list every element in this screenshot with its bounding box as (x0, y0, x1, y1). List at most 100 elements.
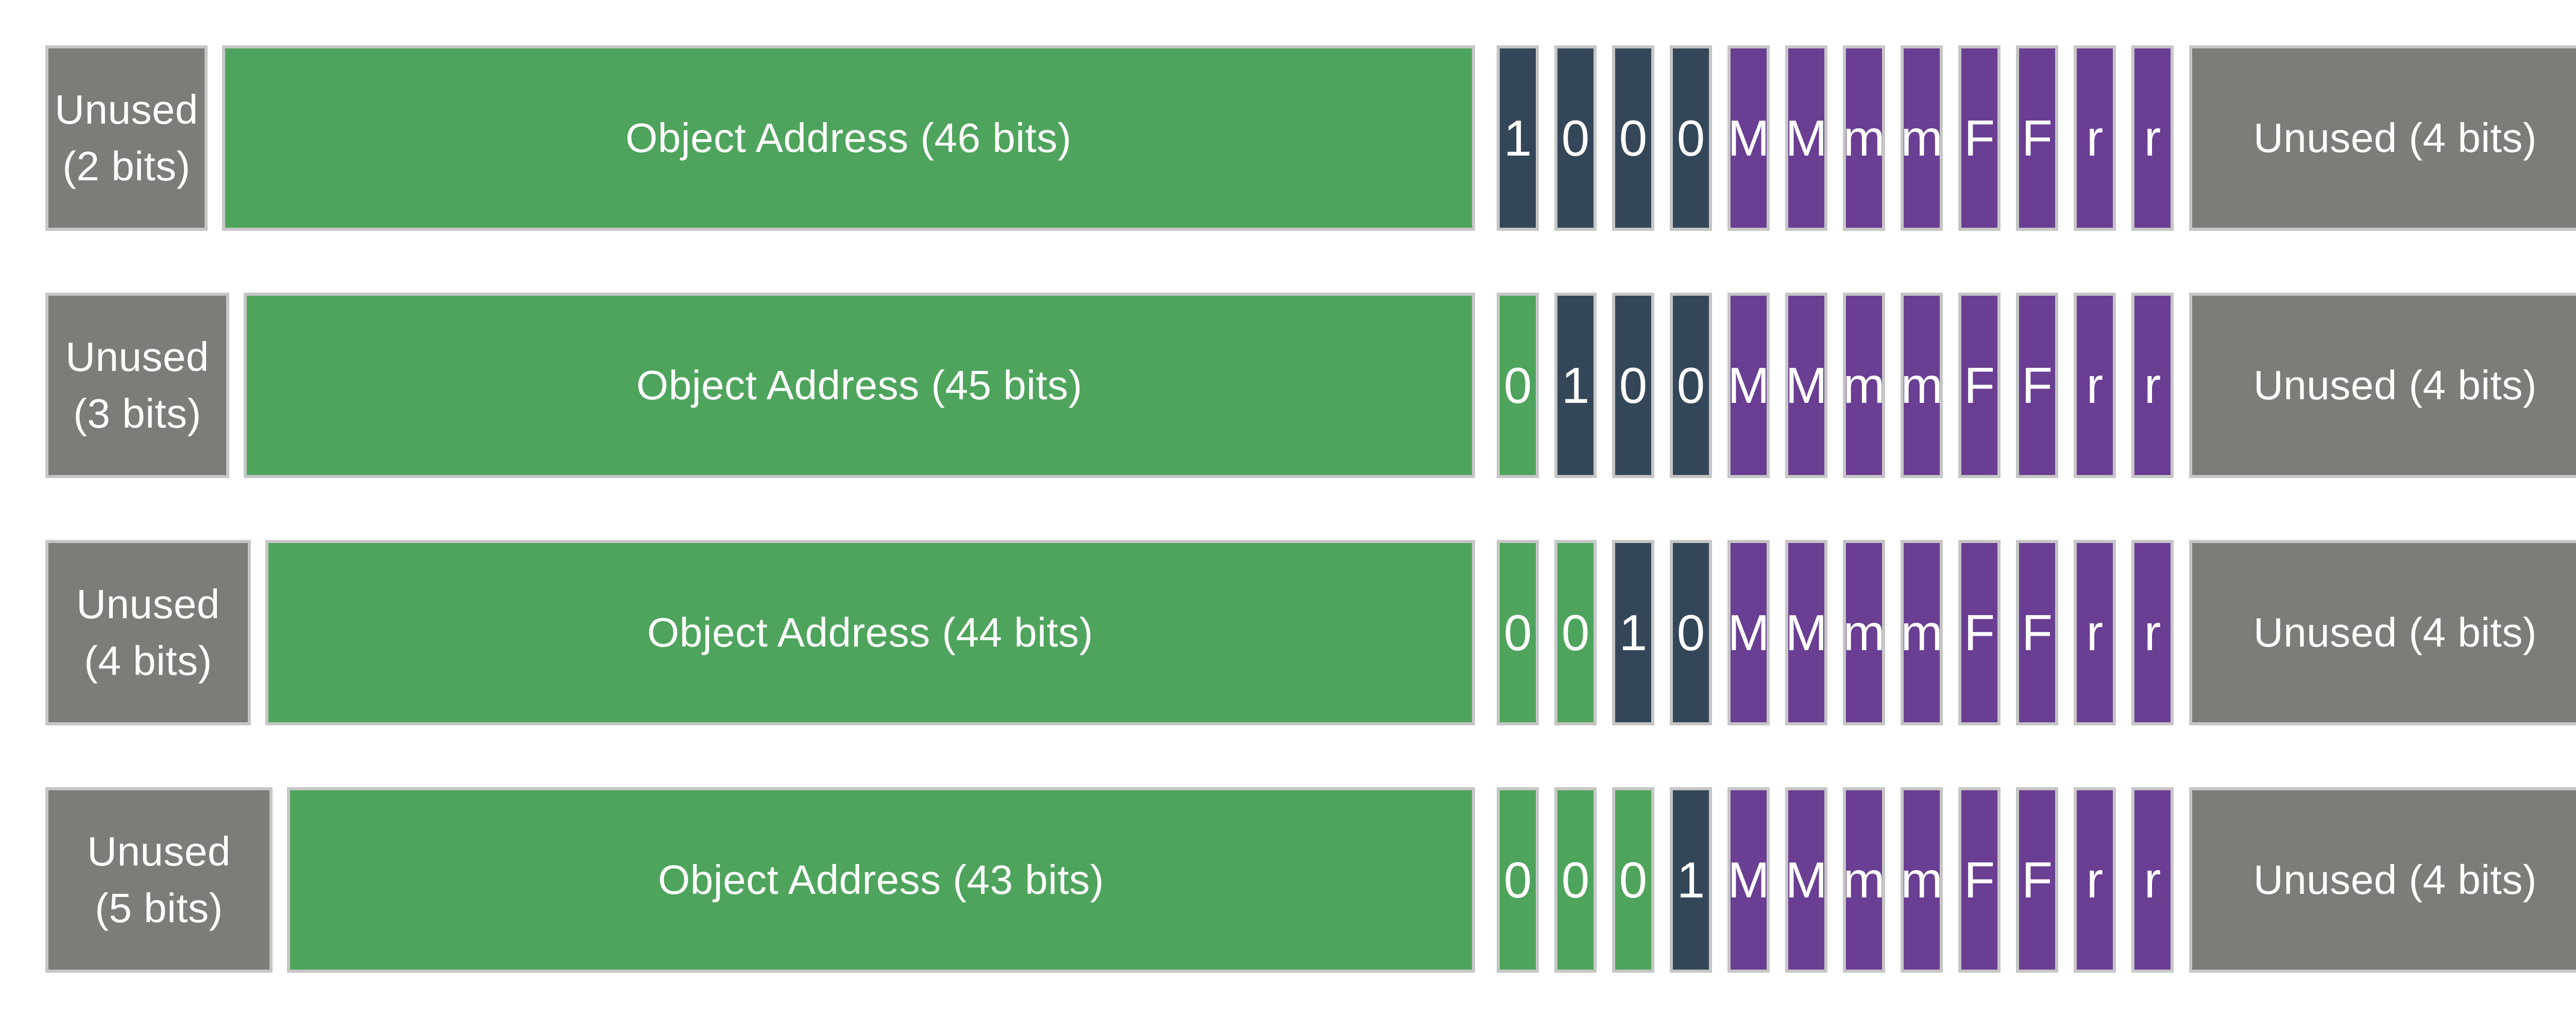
unused-right-block: Unused (4 bits) (2189, 45, 2576, 231)
unused-left-line1: Unused (55, 86, 198, 132)
bit-cell-label: r (2144, 110, 2161, 166)
bit-cell-label: m (1843, 604, 1885, 661)
unused-left-line2: (2 bits) (62, 143, 191, 189)
object-address-label: Object Address (44 bits) (647, 609, 1093, 655)
meta-bit-cell: F (2016, 293, 2058, 478)
address-bit-cell: 0 (1497, 787, 1539, 973)
unused-left-block: Unused (3 bits) (45, 293, 229, 478)
bit-cell-label: M (1785, 852, 1827, 908)
unused-left-line1: Unused (65, 333, 209, 380)
unused-right-label: Unused (4 bits) (2253, 114, 2537, 161)
bit-cell-label: 0 (1561, 852, 1590, 908)
bit-cell-label: 0 (1503, 357, 1532, 414)
unused-left-line2: (5 bits) (95, 885, 223, 931)
unused-left-line2: (3 bits) (73, 391, 201, 436)
bit-cell-label: 0 (1676, 110, 1705, 166)
bit-cell-label: m (1901, 852, 1943, 908)
bit-cell-label: 1 (1503, 110, 1532, 166)
meta-bit-cell: M (1785, 45, 1827, 231)
bit-cell-label: F (1964, 604, 1995, 661)
unused-left-line2: (4 bits) (84, 638, 212, 684)
meta-bit-cell: M (1785, 293, 1827, 478)
bit-cell-label: r (2086, 357, 2104, 414)
meta-bit-cell: F (2016, 787, 2058, 973)
address-bit-cell: 0 (1554, 787, 1597, 973)
unused-left-line1: Unused (76, 581, 220, 627)
meta-bit-cell: r (2131, 45, 2174, 231)
bit-cell-label: 0 (1503, 852, 1532, 908)
meta-bit-cell: m (1901, 787, 1943, 973)
tag-bit-cell: 1 (1554, 293, 1597, 478)
bit-cell-label: m (1843, 852, 1885, 908)
bit-cell-label: M (1785, 604, 1827, 661)
bit-cell-label: 0 (1676, 604, 1705, 661)
meta-bit-cell: F (1958, 540, 2001, 725)
meta-bit-cell: r (2074, 45, 2116, 231)
bit-cell-label: m (1901, 357, 1943, 414)
meta-bit-cell: r (2131, 787, 2174, 973)
bit-cell-label: M (1727, 604, 1770, 661)
bit-cell-label: F (2022, 357, 2053, 414)
tag-bit-cell: 1 (1612, 540, 1654, 725)
bit-cell-label: 0 (1619, 852, 1648, 908)
meta-bit-cell: r (2074, 540, 2116, 725)
tag-bit-cell: 0 (1670, 45, 1712, 231)
address-bit-cell: 0 (1497, 540, 1539, 725)
meta-bit-cell: F (2016, 540, 2058, 725)
object-address-block: Object Address (45 bits) (244, 293, 1475, 478)
meta-bit-cell: r (2131, 293, 2174, 478)
meta-bit-cell: M (1727, 787, 1770, 973)
tag-bit-cell: 1 (1497, 45, 1539, 231)
unused-right-label: Unused (4 bits) (2253, 609, 2537, 655)
bit-cell-label: r (2086, 110, 2104, 166)
bit-cell-label: m (1901, 110, 1943, 166)
bit-cell-label: m (1843, 110, 1885, 166)
tag-bit-cell: 0 (1670, 293, 1712, 478)
bit-cell-label: r (2086, 852, 2104, 908)
bit-cell-label: F (2022, 110, 2053, 166)
meta-bit-cell: F (2016, 45, 2058, 231)
object-address-label: Object Address (46 bits) (625, 114, 1072, 161)
bit-cell-label: 0 (1676, 357, 1705, 414)
unused-right-label: Unused (4 bits) (2253, 362, 2537, 408)
unused-left-label: Unused (4 bits) (76, 576, 220, 690)
bit-cell-label: M (1785, 110, 1827, 166)
meta-bit-cell: r (2131, 540, 2174, 725)
tag-bit-cell: 0 (1670, 540, 1712, 725)
bit-cell-label: r (2144, 852, 2161, 908)
unused-left-block: Unused (2 bits) (45, 45, 208, 231)
unused-left-label: Unused (5 bits) (87, 823, 231, 937)
object-address-label: Object Address (45 bits) (636, 362, 1082, 408)
bit-cell-label: M (1727, 357, 1770, 414)
bit-cell-label: M (1727, 110, 1770, 166)
object-address-label: Object Address (43 bits) (658, 856, 1104, 903)
object-address-block: Object Address (44 bits) (265, 540, 1475, 725)
bit-cell-label: 1 (1676, 852, 1705, 908)
bit-cell-label: m (1843, 357, 1885, 414)
unused-left-line1: Unused (87, 828, 231, 874)
meta-bit-cell: F (1958, 293, 2001, 478)
bit-cell-label: F (1964, 110, 1995, 166)
bit-cell-label: F (2022, 604, 2053, 661)
bit-cell-label: F (2022, 852, 2053, 908)
bit-cell-label: r (2144, 357, 2161, 414)
tag-bit-cell: 0 (1554, 45, 1597, 231)
meta-bit-cell: r (2074, 293, 2116, 478)
bit-cell-label: 0 (1619, 110, 1648, 166)
meta-bit-cell: m (1901, 45, 1943, 231)
bit-cell-label: F (1964, 357, 1995, 414)
object-address-block: Object Address (43 bits) (287, 787, 1475, 973)
unused-right-block: Unused (4 bits) (2189, 540, 2576, 725)
unused-right-block: Unused (4 bits) (2189, 787, 2576, 973)
meta-bit-cell: m (1901, 540, 1943, 725)
bit-cell-label: 1 (1561, 357, 1590, 414)
meta-bit-cell: F (1958, 787, 2001, 973)
meta-bit-cell: M (1785, 787, 1827, 973)
bit-cell-label: 0 (1561, 604, 1590, 661)
bit-cell-label: M (1727, 852, 1770, 908)
unused-left-label: Unused (3 bits) (65, 329, 209, 443)
unused-left-block: Unused (5 bits) (45, 787, 273, 973)
